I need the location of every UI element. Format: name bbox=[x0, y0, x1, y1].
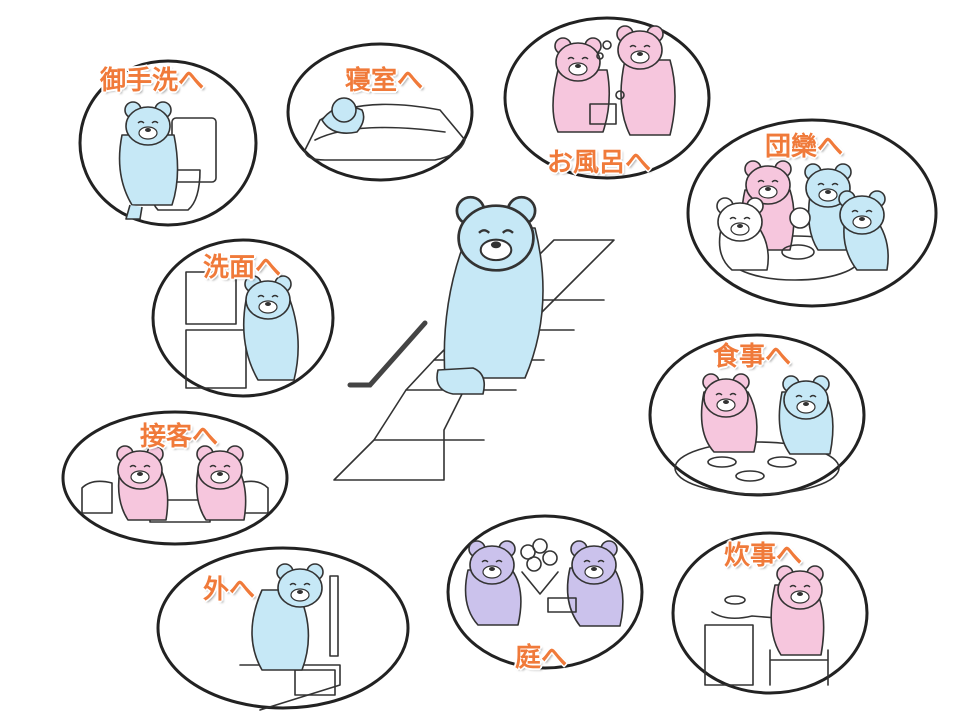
bubble bbox=[602, 40, 612, 50]
bear-family-white-head bbox=[716, 197, 764, 242]
scene-guest bbox=[61, 410, 289, 546]
scene-bedroom bbox=[286, 42, 474, 182]
frame-washroom bbox=[151, 238, 335, 398]
bath-stool bbox=[589, 103, 617, 125]
scene-washroom bbox=[151, 238, 335, 398]
frame-guest bbox=[61, 410, 289, 546]
bear-toilet-leg bbox=[125, 204, 143, 220]
handrail bbox=[347, 320, 428, 388]
frame-garden bbox=[446, 514, 644, 670]
bear-washroom-body bbox=[242, 299, 299, 381]
bear-garden-1-body bbox=[464, 569, 522, 626]
bubble bbox=[615, 90, 625, 100]
label-outside: 外へ bbox=[203, 575, 256, 605]
flower-pot bbox=[547, 597, 577, 613]
bear-stairs-foot bbox=[436, 367, 486, 395]
bear-garden-1-head bbox=[468, 540, 516, 585]
egg bbox=[724, 595, 746, 605]
label-guest: 接客へ bbox=[140, 422, 219, 452]
label-meal: 食事へ bbox=[713, 342, 792, 372]
bear-bedroom-head bbox=[331, 97, 357, 123]
frame-toilet bbox=[78, 59, 258, 227]
bear-cooking-head bbox=[776, 565, 824, 610]
bubble bbox=[596, 52, 604, 60]
bear-family-cub bbox=[789, 207, 811, 229]
frame-bath bbox=[503, 16, 711, 180]
label-family: 団欒へ bbox=[765, 132, 844, 162]
scene-family bbox=[686, 118, 938, 308]
label-washroom: 洗面へ bbox=[203, 253, 282, 283]
meal-plate bbox=[735, 470, 765, 482]
bear-outside-head bbox=[276, 563, 324, 608]
scene-stairs bbox=[333, 195, 615, 481]
family-cake bbox=[781, 244, 815, 260]
bear-toilet-body bbox=[118, 134, 179, 206]
label-toilet: 御手洗へ bbox=[100, 66, 205, 96]
scene-meal bbox=[648, 333, 866, 497]
bear-bath-2-head bbox=[616, 25, 664, 70]
meal-plate bbox=[767, 456, 797, 468]
bear-bath-1-body bbox=[552, 69, 611, 133]
meal-table bbox=[674, 441, 840, 495]
toilet-tank bbox=[171, 117, 217, 183]
bear-toilet-head bbox=[124, 101, 172, 146]
bear-meal-pink-head bbox=[702, 373, 750, 418]
label-bath: お風呂へ bbox=[547, 148, 652, 178]
bear-family-pink-head bbox=[744, 160, 792, 205]
futon-fold bbox=[314, 126, 446, 141]
meal-plate bbox=[707, 456, 737, 468]
washroom-cabinet bbox=[185, 329, 247, 389]
bear-meal-blue-head bbox=[782, 375, 830, 420]
scene-toilet bbox=[78, 59, 258, 227]
door-handrail bbox=[329, 575, 339, 657]
bear-outside-body bbox=[251, 589, 310, 671]
bear-garden-2-head bbox=[570, 540, 618, 585]
frame-family bbox=[686, 118, 938, 308]
frame-meal bbox=[648, 333, 866, 497]
scene-outside bbox=[156, 546, 410, 711]
scene-garden bbox=[446, 514, 644, 670]
scene-cooking bbox=[671, 531, 869, 695]
chair bbox=[769, 649, 829, 686]
bear-garden-2-body bbox=[566, 567, 624, 627]
washroom-mirror bbox=[185, 271, 237, 325]
label-bedroom: 寝室へ bbox=[345, 66, 424, 96]
bear-bath-1-head bbox=[554, 37, 602, 82]
bear-bath-2-body bbox=[620, 59, 676, 136]
frame-bedroom bbox=[286, 42, 474, 182]
scene-bath bbox=[503, 16, 711, 180]
bear-stairs-head bbox=[455, 195, 537, 272]
frame-outside bbox=[156, 546, 410, 710]
label-garden: 庭へ bbox=[515, 643, 568, 673]
flower-bouquet bbox=[520, 538, 559, 595]
bear-guest-1-head bbox=[116, 445, 164, 490]
boots bbox=[294, 669, 336, 696]
frame-cooking bbox=[671, 531, 869, 695]
bear-guest-2-head bbox=[196, 445, 244, 490]
sofa-left bbox=[81, 480, 113, 514]
frying-pan bbox=[711, 611, 778, 620]
label-cooking: 炊事へ bbox=[724, 541, 803, 571]
stove bbox=[704, 624, 754, 686]
bear-family-blue2-head bbox=[838, 190, 886, 235]
